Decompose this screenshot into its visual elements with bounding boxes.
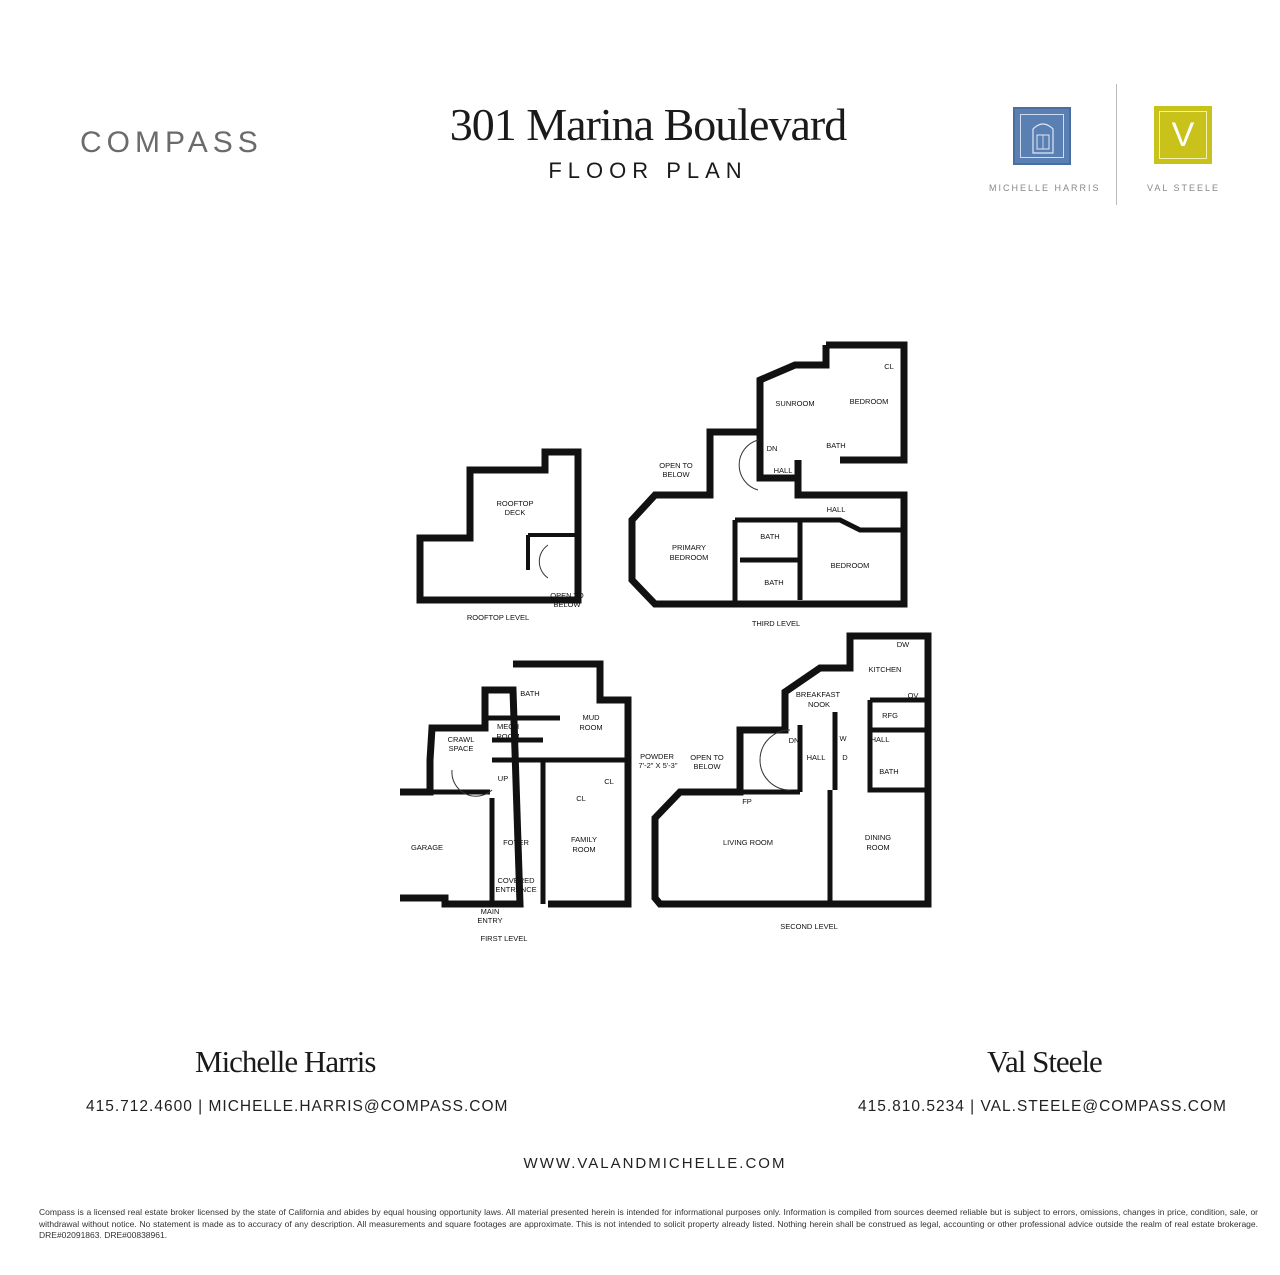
michelle-harris-name: Michelle Harris (195, 1044, 376, 1079)
third-open-label-2: BELOW (662, 470, 690, 479)
mech-room-label-1: MECH (497, 722, 519, 731)
val-steele-logo-letter: V (1159, 111, 1207, 159)
bath-second-label: BATH (879, 767, 898, 776)
cl-first-label-2: CL (576, 794, 586, 803)
rooftop-stair-walls (526, 533, 575, 570)
contact-separator: | (198, 1098, 209, 1115)
fireplace-label: FP (742, 797, 752, 806)
second-open-label-2: BELOW (693, 762, 721, 771)
ov-label: OV (908, 691, 919, 700)
third-open-label-1: OPEN TO (659, 461, 693, 470)
building-icon (1032, 123, 1054, 154)
val-steele-contact: 415.810.5234 | VAL.STEELE@COMPASS.COM (858, 1098, 1227, 1116)
first-level-stair (451, 769, 493, 797)
crawl-space-label-1: CRAWL (448, 735, 475, 744)
dining-room-label-1: DINING (865, 833, 891, 842)
bath-primary-label-2: BATH (764, 578, 783, 587)
michelle-harris-contact: 415.712.4600 | MICHELLE.HARRIS@COMPASS.C… (86, 1098, 508, 1116)
washer-label: W (839, 734, 847, 743)
michelle-harris-phone[interactable]: 415.712.4600 (86, 1098, 193, 1115)
michelle-harris-logo (1013, 107, 1071, 165)
bedroom-right-label: BEDROOM (831, 561, 870, 570)
primary-bedroom-label-1: PRIMARY (672, 543, 706, 552)
second-level-stair (759, 729, 791, 791)
main-entry-label-2: ENTRY (477, 916, 502, 925)
third-dn-label: DN (767, 444, 778, 453)
bath-first-label: BATH (520, 689, 539, 698)
bath-primary-label-1: BATH (760, 532, 779, 541)
second-level-inner (740, 697, 928, 904)
contact-separator: | (970, 1098, 981, 1115)
dining-room-label-2: ROOM (866, 843, 889, 852)
dryer-label: D (842, 753, 848, 762)
logo-divider (1116, 84, 1117, 205)
powder-dim-label: 7'-2" X 5'-3" (638, 761, 677, 770)
third-level-inner (732, 517, 904, 604)
hall-second-label-2: HALL (807, 753, 826, 762)
second-dn-label: DN (789, 736, 800, 745)
floor-plan-subtitle: FLOOR PLAN (548, 158, 748, 183)
kitchen-label: KITCHEN (869, 665, 902, 674)
bath-top-label: BATH (826, 441, 845, 450)
rooftop-open-label-1: OPEN TO (550, 591, 584, 600)
first-up-label: UP (498, 774, 508, 783)
breakfast-nook-label-1: BREAKFAST (796, 690, 841, 699)
website-link[interactable]: WWW.VALANDMICHELLE.COM (523, 1155, 787, 1172)
sunroom-label: SUNROOM (775, 399, 814, 408)
third-level-stair (738, 439, 759, 491)
third-level-walls (628, 341, 908, 608)
second-open-label-1: OPEN TO (690, 753, 724, 762)
val-steele-name: Val Steele (987, 1044, 1103, 1079)
family-room-label-2: ROOM (572, 845, 595, 854)
floor-plan-drawing: ROOFTOP DECK OPEN TO BELOW ROOFTOP LEVEL… (400, 341, 932, 943)
rooftop-deck-label-1: ROOFTOP (497, 499, 534, 508)
first-level-label: FIRST LEVEL (481, 934, 528, 943)
powder-label: POWDER (640, 752, 674, 761)
mud-room-label-1: MUD (582, 713, 600, 722)
val-steele-logo: V (1154, 106, 1212, 164)
mud-room-label-2: ROOM (579, 723, 602, 732)
crawl-space-label-2: SPACE (449, 744, 474, 753)
hall-third-label-1: HALL (774, 466, 793, 475)
cl-first-label-1: CL (604, 777, 614, 786)
rfg-label: RFG (882, 711, 898, 720)
val-steele-logo-caption: VAL STEELE (1147, 183, 1221, 193)
legal-disclaimer: Compass is a licensed real estate broker… (39, 1207, 1258, 1240)
rooftop-stair (538, 544, 549, 579)
rooftop-level-label: ROOFTOP LEVEL (467, 613, 529, 622)
hall-third-label-2: HALL (827, 505, 846, 514)
bedroom-top-label: BEDROOM (850, 397, 889, 406)
rooftop-deck-label-2: DECK (505, 508, 526, 517)
property-title: 301 Marina Boulevard (449, 99, 847, 150)
third-level-label: THIRD LEVEL (752, 619, 800, 628)
garage-label: GARAGE (411, 843, 443, 852)
foyer-label: FOYER (503, 838, 529, 847)
rooftop-open-label-2: BELOW (553, 600, 581, 609)
michelle-harris-logo-caption: MICHELLE HARRIS (989, 183, 1101, 193)
second-level-walls (651, 632, 932, 908)
living-room-label: LIVING ROOM (723, 838, 773, 847)
first-level-walls (400, 660, 632, 908)
compass-logo: COMPASS (80, 126, 263, 159)
breakfast-nook-label-2: NOOK (808, 700, 830, 709)
mech-room-label-2: ROOM (496, 732, 519, 741)
second-level-label: SECOND LEVEL (780, 922, 838, 931)
val-steele-phone[interactable]: 415.810.5234 (858, 1098, 965, 1115)
main-entry-label-1: MAIN (481, 907, 500, 916)
covered-entrance-label-2: ENTRANCE (495, 885, 536, 894)
hall-second-label-1: HALL (871, 735, 890, 744)
dw-label: DW (897, 640, 910, 649)
cl-third-label: CL (884, 362, 894, 371)
primary-bedroom-label-2: BEDROOM (670, 553, 709, 562)
michelle-harris-email[interactable]: MICHELLE.HARRIS@COMPASS.COM (208, 1098, 509, 1115)
val-steele-email[interactable]: VAL.STEELE@COMPASS.COM (980, 1098, 1227, 1115)
family-room-label-1: FAMILY (571, 835, 597, 844)
first-level-inner (430, 715, 628, 904)
rooftop-walls (416, 448, 582, 604)
covered-entrance-label-1: COVERED (497, 876, 535, 885)
